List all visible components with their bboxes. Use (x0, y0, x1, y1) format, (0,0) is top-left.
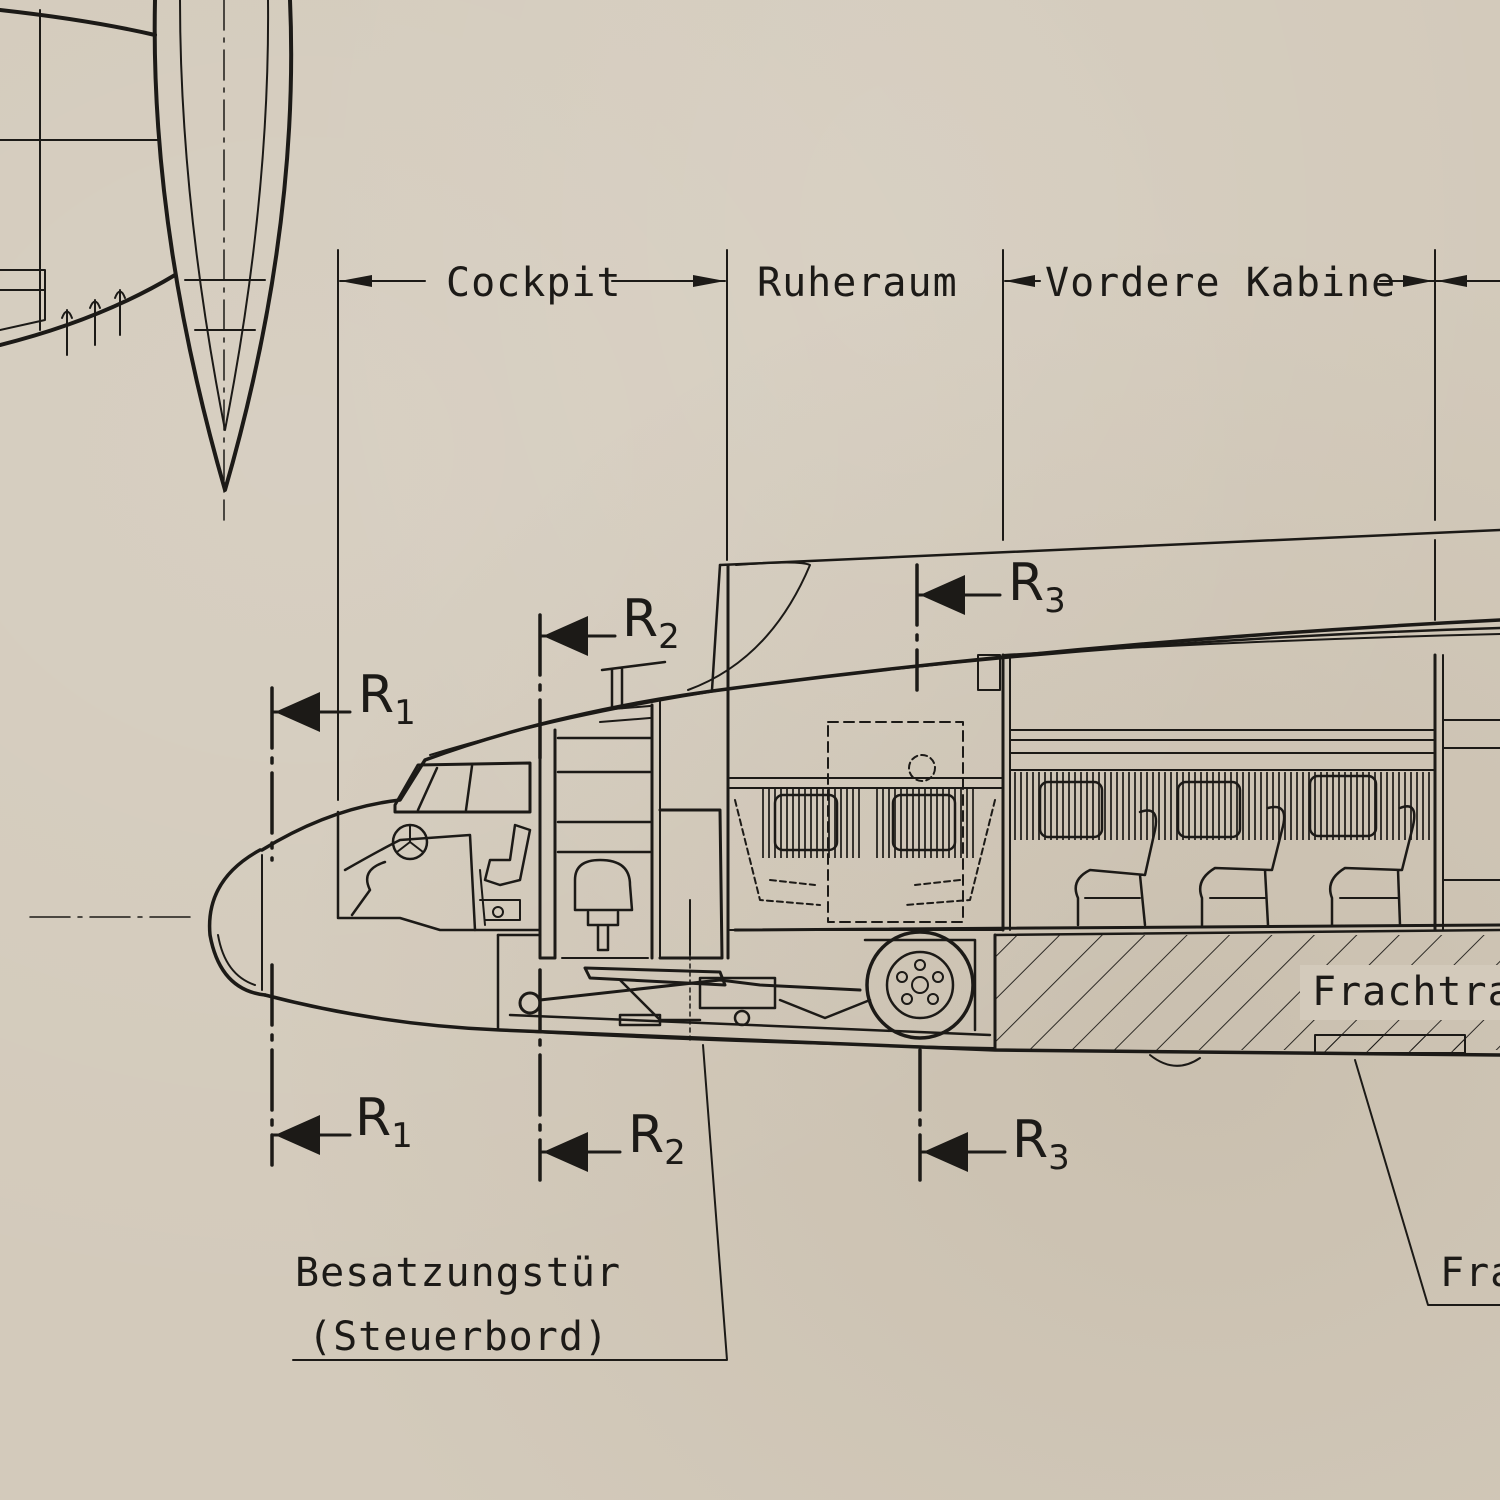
section-cut-r1 (270, 686, 352, 1167)
crew-compartment (538, 561, 811, 960)
vordere-kabine-label: Vordere Kabine (1045, 260, 1396, 306)
ruheraum-label: Ruheraum (757, 260, 958, 306)
cockpit-interior (336, 810, 542, 932)
dorsal-fairing (718, 528, 1500, 567)
section-dimension-lines (337, 249, 1500, 801)
forward-cabin (733, 653, 1500, 932)
cockpit-windshield (393, 761, 532, 814)
section-label-r1-bottom: R1 (355, 1088, 413, 1156)
section-label-r3-bottom: R3 (1012, 1110, 1070, 1178)
callout-leaders (292, 1044, 1500, 1361)
fuselage-outline (207, 618, 1500, 1057)
cargo-hold-label: Frachtrau (1312, 969, 1500, 1015)
cargo-door-label: Fra (1440, 1250, 1500, 1296)
landing-gear (496, 930, 992, 1040)
crew-door-sublabel: (Steuerbord) (308, 1314, 609, 1360)
section-label-r2-top: R2 (622, 589, 680, 657)
section-label-r1-top: R1 (358, 665, 416, 733)
rest-compartment (689, 721, 1004, 1041)
nose-cone-top-view (152, 0, 294, 521)
cockpit-label: Cockpit (446, 260, 622, 306)
section-cut-r2 (538, 613, 622, 1182)
engine-nacelle-view (0, 8, 177, 356)
crew-door-label: Besatzungstür (295, 1250, 621, 1296)
cargo-hold (993, 928, 1500, 1067)
section-label-r2-bottom: R2 (628, 1105, 686, 1173)
section-cut-r3 (915, 563, 1007, 1182)
section-label-r3-top: R3 (1008, 553, 1066, 621)
